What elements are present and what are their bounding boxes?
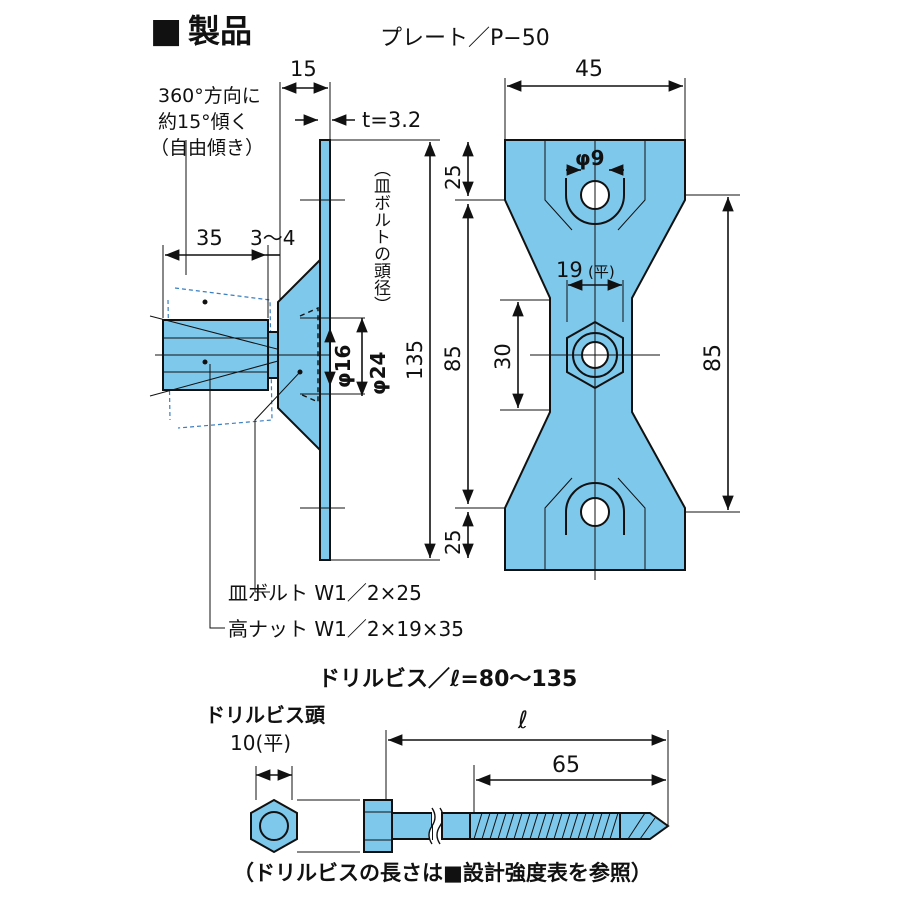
screw-side-view: ℓ 65: [363, 706, 670, 853]
tilt-note-line3: （自由傾き）: [150, 137, 264, 159]
bolt-label: 皿ボルト W1／2×25: [228, 581, 422, 605]
side-view: [149, 139, 345, 561]
section-title: 製品: [188, 12, 252, 50]
thickness-label: t=3.2: [362, 108, 421, 132]
screw-drill-tip: [619, 812, 670, 840]
screw-head-side: [363, 799, 393, 853]
front-dimensions: 45 φ9 19 (平) 30 85: [491, 57, 740, 513]
dim-15-label: 15: [290, 57, 317, 81]
tilt-note-line2: 約15°傾く: [158, 111, 249, 133]
dim-35-label: 35: [196, 226, 223, 250]
side-dimensions: 15 t=3.2 360°方向に 約15°傾く （自由傾き） 35 3〜4 （皿…: [150, 57, 520, 561]
dim-25-top-label: 25: [441, 165, 465, 190]
screw-head-label: ドリルビス頭: [205, 703, 326, 727]
section-marker: ■: [150, 11, 182, 51]
screw-length-note: （ドリルビスの長さは■設計強度表を参照）: [233, 861, 652, 885]
plate-title: プレート／P−50: [380, 26, 550, 51]
dim-135-label: 135: [403, 340, 427, 380]
dim-65-label: 65: [552, 753, 580, 778]
dim-25-bottom-label: 25: [441, 530, 465, 555]
screw-shank-a: [391, 812, 433, 840]
nut-label: 高ナット W1／2×19×35: [228, 617, 464, 641]
screw-shank-b: [441, 812, 471, 840]
dim-3-4-label: 3〜4: [250, 226, 295, 250]
dia-16-label: φ16: [331, 345, 355, 388]
part-labels: 皿ボルト W1／2×25 高ナット W1／2×19×35: [209, 364, 464, 641]
dim-19-suffix: (平): [588, 263, 615, 281]
screw-length-symbol: ℓ: [517, 706, 528, 734]
screw-title: ドリルビス／ℓ=80〜135: [318, 667, 577, 692]
bolt-head-note: （皿ボルトの頭径）: [370, 160, 391, 313]
dim-19-label: 19: [556, 258, 583, 282]
plate-edge: [319, 139, 331, 561]
tilt-note-line1: 360°方向に: [158, 85, 261, 107]
dia-24-label: φ24: [366, 352, 390, 395]
dim-30-label: 30: [491, 343, 515, 370]
dia-9-label: φ9: [575, 146, 605, 170]
dim-85-left-label: 85: [441, 345, 465, 372]
dim-85-right-label: 85: [701, 344, 726, 372]
screw-head-washer: [259, 811, 289, 841]
dim-45-label: 45: [575, 57, 603, 82]
front-view: [504, 139, 686, 580]
screw-head-view: [250, 766, 360, 854]
screw-head-size: 10(平): [230, 731, 291, 755]
